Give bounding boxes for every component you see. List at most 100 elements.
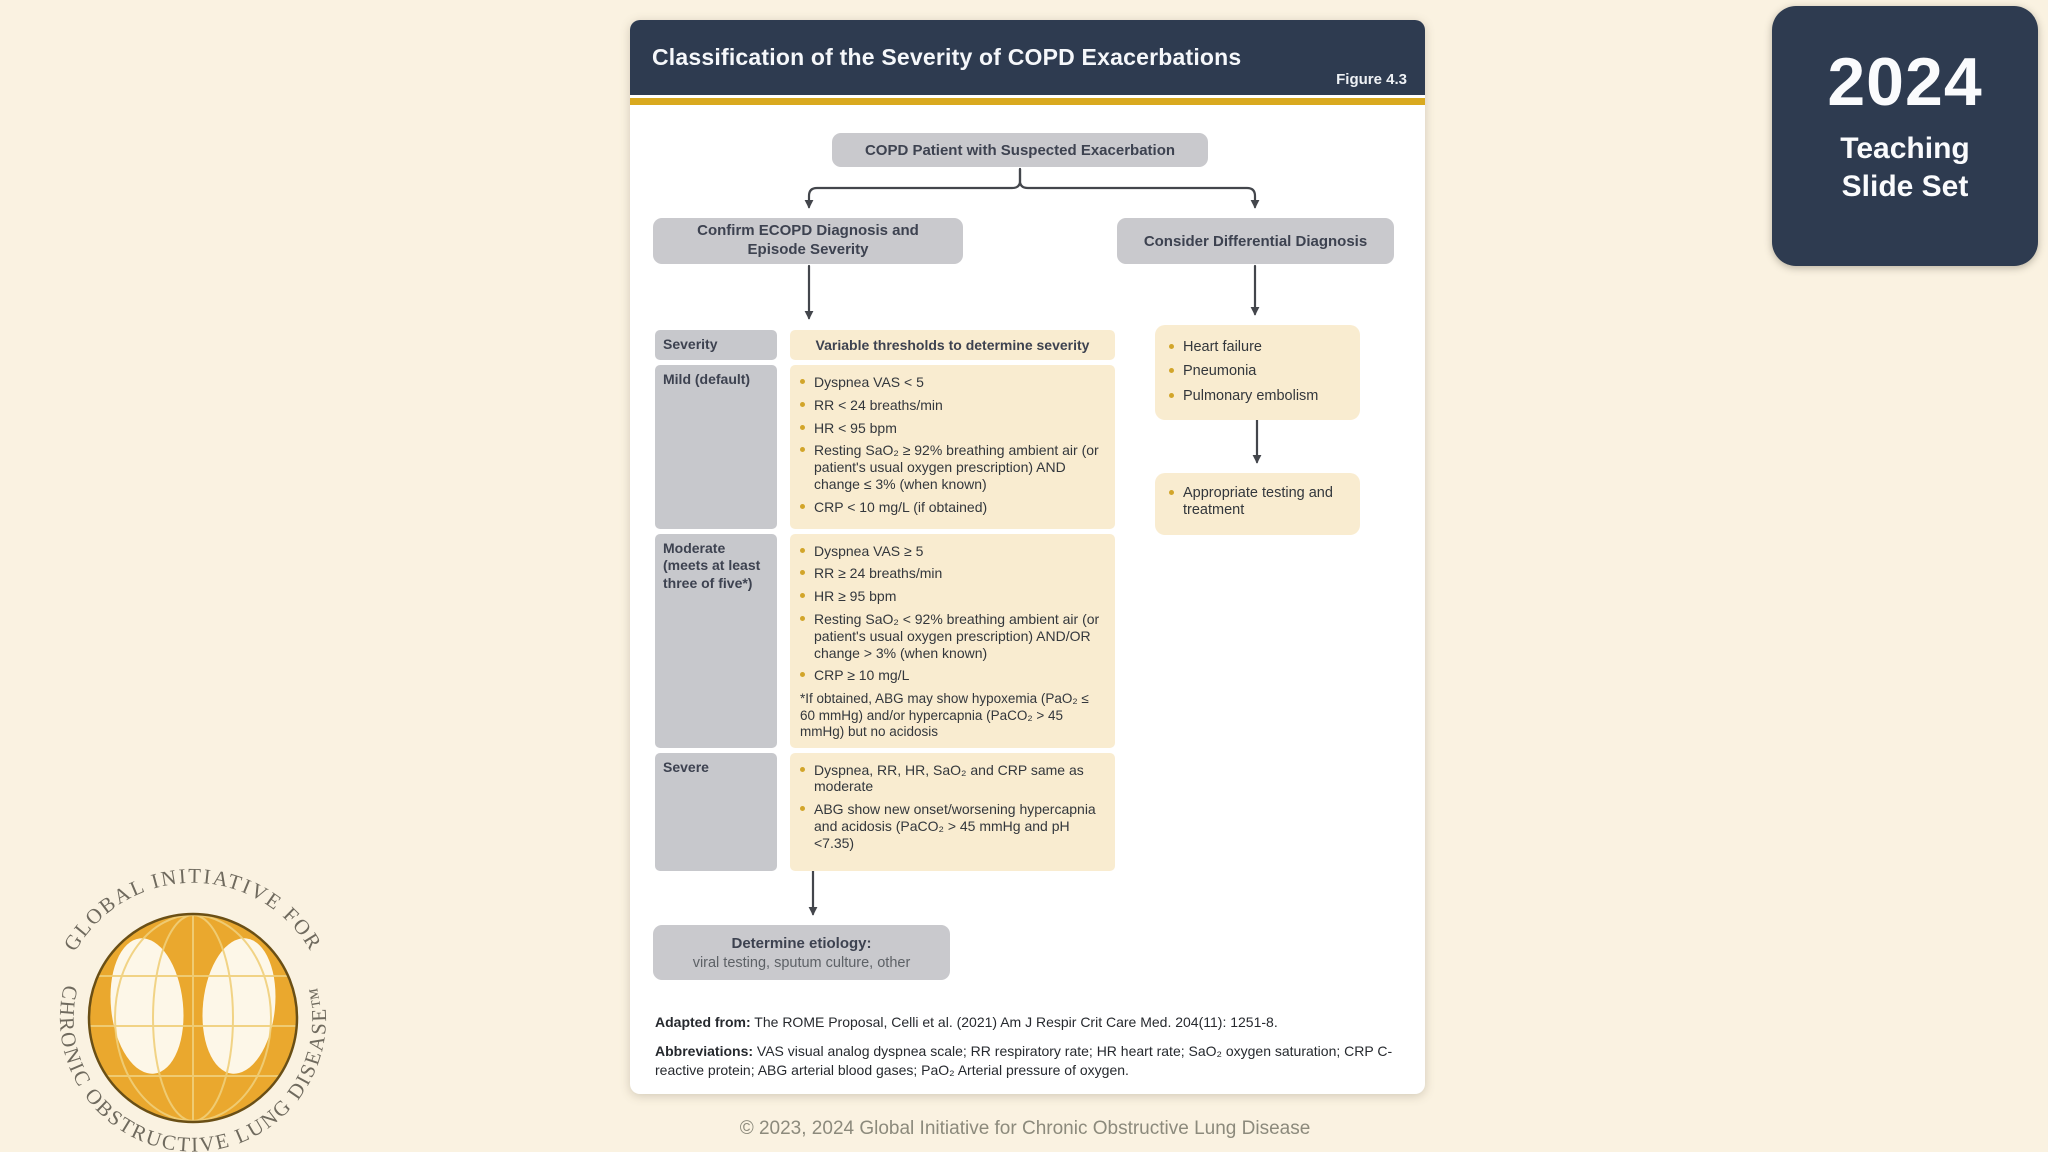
testing-panel: Appropriate testing and treatment <box>1155 473 1360 535</box>
bullet-text: HR ≥ 95 bpm <box>814 588 897 605</box>
bullet-text: Dyspnea VAS < 5 <box>814 374 924 390</box>
bullet-item: CRP ≥ 10 mg/L <box>800 667 1105 684</box>
node-determine-etiology: Determine etiology: viral testing, sputu… <box>653 925 950 980</box>
bullet-item: Dyspnea, RR, HR, SaO₂ and CRP same as mo… <box>800 762 1105 796</box>
bullet-item: Pneumonia <box>1169 363 1348 380</box>
bullet-text: Heart failure <box>1183 339 1262 355</box>
etiology-title: Determine etiology: <box>731 934 872 952</box>
bullet-item: HR ≥ 95 bpm <box>800 588 1105 605</box>
card-title: Classification of the Severity of COPD E… <box>652 44 1242 70</box>
badge-year: 2024 <box>1827 44 1983 120</box>
gold-logo: GLOBAL INITIATIVE FOR CHRONIC OBSTRUCTIV… <box>55 864 329 1152</box>
copyright-text: © 2023, 2024 Global Initiative for Chron… <box>739 1118 1311 1139</box>
severity-row: Mild (default) Dyspnea VAS < 5 RR < 24 bre… <box>655 365 1115 529</box>
card-footer: Adapted from: The ROME Proposal, Celli e… <box>655 1013 1403 1090</box>
badge-subtitle: Teaching Slide Set <box>1840 130 1969 205</box>
bullet-text: Pulmonary embolism <box>1183 387 1319 404</box>
bullet-dot-icon <box>800 547 805 553</box>
testing-list: Appropriate testing and treatment <box>1169 485 1348 520</box>
bullet-item: Pulmonary embolism <box>1169 388 1348 405</box>
severity-row-label: Moderate (meets at least three of five*) <box>655 533 777 748</box>
bullet-dot-icon <box>1169 392 1174 398</box>
flowchart-area: COPD Patient with Suspected Exacerbation… <box>630 105 1425 1094</box>
bullet-dot-icon <box>800 593 805 599</box>
bullet-item: Heart failure <box>1169 339 1348 356</box>
arrow-root-to-differential <box>1018 167 1260 209</box>
bullet-dot-icon <box>800 424 805 430</box>
severity-row: Severe Dyspnea, RR, HR, SaO₂ and CRP same… <box>655 752 1115 871</box>
bullet-item: Resting SaO₂ < 92% breathing ambient air… <box>800 611 1105 661</box>
bullet-text: Dyspnea, RR, HR, SaO₂ and CRP same as mo… <box>814 761 1084 795</box>
severity-row-label: Severe <box>655 752 777 871</box>
bullet-item: CRP < 10 mg/L (if obtained) <box>800 499 1105 516</box>
bullet-dot-icon <box>1169 344 1174 349</box>
adapted-from-label: Adapted from: <box>655 1014 751 1030</box>
bullet-text: CRP ≥ 10 mg/L <box>814 667 910 684</box>
bullet-item: RR < 24 breaths/min <box>800 397 1105 414</box>
severity-row-label: Mild (default) <box>655 365 777 529</box>
badge-subtitle-line1: Teaching <box>1840 132 1970 165</box>
logo-globe-grid <box>90 915 296 1121</box>
logo-right-lung <box>202 938 276 1074</box>
etiology-subtitle: viral testing, sputum culture, other <box>692 954 911 971</box>
bullet-dot-icon <box>1169 490 1174 495</box>
adapted-from-text: The ROME Proposal, Celli et al. (2021) A… <box>750 1014 1278 1030</box>
criteria-list: Dyspnea VAS < 5 RR < 24 breaths/min HR < 9… <box>800 374 1105 516</box>
bullet-text: HR < 95 bpm <box>814 419 897 436</box>
bullet-text: RR < 24 breaths/min <box>814 396 943 413</box>
criteria-list: Dyspnea, RR, HR, SaO₂ and CRP same as mo… <box>800 762 1105 852</box>
bullet-dot-icon <box>800 766 805 772</box>
bullet-text: Appropriate testing and treatment <box>1183 485 1333 519</box>
bullet-text: Resting SaO₂ ≥ 92% breathing ambient air… <box>814 442 1099 492</box>
arrow-root-to-confirm <box>804 167 1022 209</box>
node-suspected-exacerbation: COPD Patient with Suspected Exacerbation <box>832 133 1208 167</box>
bullet-dot-icon <box>800 806 805 812</box>
bullet-text: Dyspnea VAS ≥ 5 <box>814 542 924 559</box>
abbreviations-line: Abbreviations: VAS visual analog dyspnea… <box>655 1042 1403 1081</box>
header-divider-gap <box>630 95 1425 98</box>
bullet-item: Resting SaO₂ ≥ 92% breathing ambient air… <box>800 442 1105 492</box>
bullet-dot-icon <box>800 570 805 576</box>
severity-row-criteria: Dyspnea, RR, HR, SaO₂ and CRP same as mo… <box>790 752 1115 871</box>
bullet-text: Resting SaO₂ < 92% breathing ambient air… <box>814 610 1100 661</box>
figure-number-label: Figure 4.3 <box>1336 71 1407 88</box>
criteria-footnote: *If obtained, ABG may show hypoxemia (Pa… <box>800 691 1089 740</box>
figure-card: Classification of the Severity of COPD E… <box>630 20 1425 1094</box>
severity-header-row: Severity Variable thresholds to determin… <box>655 330 1115 360</box>
bullet-item: ABG show new onset/worsening hypercapnia… <box>800 801 1105 851</box>
adapted-from-line: Adapted from: The ROME Proposal, Celli e… <box>655 1013 1403 1033</box>
bullet-dot-icon <box>800 401 805 407</box>
severity-row-criteria: Dyspnea VAS ≥ 5 RR ≥ 24 breaths/min HR ≥ 9… <box>790 533 1115 748</box>
abbreviations-label: Abbreviations: <box>655 1042 754 1059</box>
abbreviations-text: VAS visual analog dyspnea scale; RR resp… <box>655 1042 1393 1079</box>
bullet-dot-icon <box>1169 368 1174 374</box>
header-gold-divider <box>630 98 1425 105</box>
bullet-item: Dyspnea VAS < 5 <box>800 374 1105 391</box>
bullet-item: Appropriate testing and treatment <box>1169 485 1348 520</box>
logo-left-lung <box>110 938 184 1074</box>
bullet-text: Pneumonia <box>1183 363 1257 380</box>
bullet-dot-icon <box>800 447 805 453</box>
severity-row: Moderate (meets at least three of five*)… <box>655 533 1115 748</box>
node-confirm-diagnosis: Confirm ECOPD Diagnosis and Episode Seve… <box>653 218 963 264</box>
bullet-item: Dyspnea VAS ≥ 5 <box>800 543 1105 560</box>
bullet-item: HR < 95 bpm <box>800 420 1105 437</box>
bullet-item: RR ≥ 24 breaths/min <box>800 565 1105 582</box>
teaching-slide-set-badge: 2024 Teaching Slide Set <box>1772 6 2038 266</box>
bullet-text: CRP < 10 mg/L (if obtained) <box>814 498 988 515</box>
bullet-text: RR ≥ 24 breaths/min <box>814 565 943 582</box>
severity-header-label: Severity <box>655 330 777 360</box>
bullet-text: ABG show new onset/worsening hypercapnia… <box>814 801 1096 851</box>
bullet-dot-icon <box>800 379 805 384</box>
bullet-dot-icon <box>800 503 805 509</box>
severity-header-value: Variable thresholds to determine severit… <box>790 330 1115 360</box>
bullet-dot-icon <box>800 672 805 678</box>
card-header: Classification of the Severity of COPD E… <box>630 20 1425 95</box>
criteria-list: Dyspnea VAS ≥ 5 RR ≥ 24 breaths/min HR ≥ 9… <box>800 543 1105 685</box>
severity-row-criteria: Dyspnea VAS < 5 RR < 24 breaths/min HR < 9… <box>790 365 1115 529</box>
severity-table: Severity Variable thresholds to determin… <box>655 330 1115 871</box>
bullet-dot-icon <box>800 615 805 621</box>
